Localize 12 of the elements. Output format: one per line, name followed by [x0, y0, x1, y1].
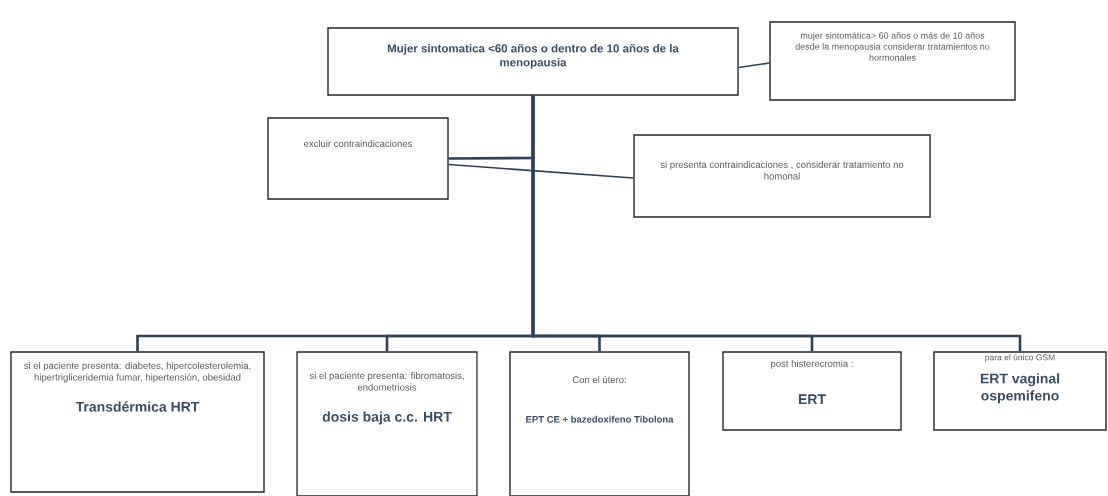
connector-line [531, 95, 1022, 352]
text-box: si el paciente presenta: diabetes, hipercolesterolemia, hipertrigliceridemia fumar, hipertensión, obesidad Transdérmica HRT [10, 351, 265, 493]
text-box: para el único GSM ERT vaginal ospemifeno [933, 351, 1107, 431]
text-box: Con el útero: EPT CE + bazedoxifeno Tibolona [509, 351, 690, 496]
text-box: mujer sintomática> 60 años o más de 10 años desde la menopausia considerar tratamientos no hormonales [769, 21, 1016, 101]
text-box: si el paciente presenta: fibromatosis, endometriosis dosis baja c.c. HRT [296, 351, 478, 496]
connector-line [737, 62, 771, 69]
text-box: excluir contraindicaciones [267, 117, 449, 200]
text-box: Mujer sintomatica <60 años o dentro de 10 años de la menopausia [327, 27, 739, 96]
connector-line [447, 163, 635, 179]
text-box: si presenta contraindicaciones , considerar tratamiento no homonal [633, 134, 931, 218]
text-box: post histerecromia : ERT [722, 351, 902, 431]
